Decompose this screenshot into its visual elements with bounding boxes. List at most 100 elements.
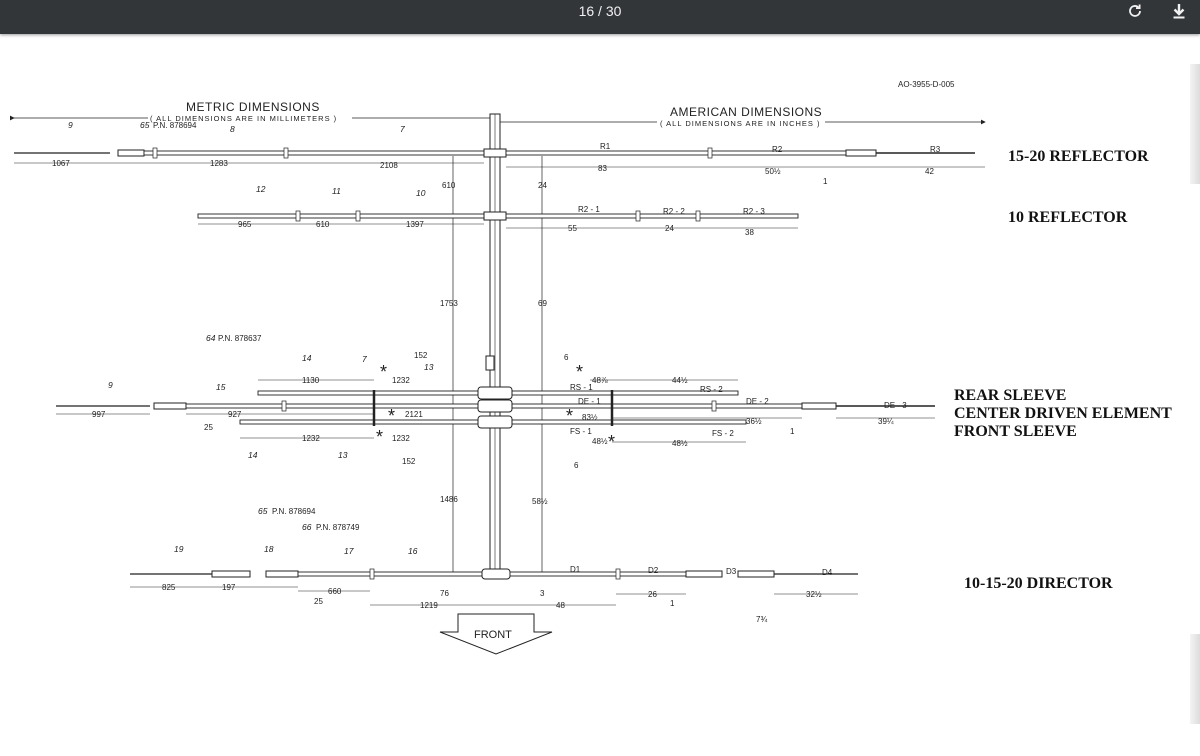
reflector-10: 965 610 1397 55 24 38 R2 - 1 R2 - 2 R2 -… (197, 184, 799, 308)
svg-text:65: 65 (140, 120, 150, 130)
svg-text:152: 152 (414, 351, 428, 360)
label-15-20-reflector: 15-20 REFLECTOR (1008, 148, 1149, 165)
svg-text:24: 24 (665, 224, 674, 233)
svg-text:1: 1 (790, 427, 795, 436)
svg-text:65: 65 (258, 506, 268, 516)
part-label: P.N. 878749 (316, 523, 360, 532)
driven-element-assembly: 1130 1232 152 997 927 25 2121 1232 1232 … (56, 333, 935, 506)
svg-text:610: 610 (442, 181, 456, 190)
svg-text:64: 64 (206, 333, 216, 343)
svg-text:36½: 36½ (746, 417, 762, 426)
asterisk: * (376, 427, 383, 447)
american-dimensions-header: AMERICAN DIMENSIONS (670, 105, 822, 119)
asterisk: * (380, 362, 387, 382)
svg-text:2108: 2108 (380, 161, 398, 170)
label-10-reflector: 10 REFLECTOR (1008, 209, 1128, 226)
svg-text:14: 14 (248, 450, 258, 460)
document-page: AO-3955-D-005 METRIC DIMENSIONS ( ALL DI… (0, 34, 1200, 756)
label-10-15-20-director: 10-15-20 DIRECTOR (964, 575, 1113, 592)
svg-text:1130: 1130 (302, 376, 320, 385)
svg-text:DE - 3: DE - 3 (884, 401, 907, 410)
svg-text:15: 15 (216, 382, 226, 392)
svg-text:1397: 1397 (406, 220, 424, 229)
page-edge-shadow (1190, 64, 1200, 184)
svg-text:1: 1 (670, 599, 675, 608)
svg-text:76: 76 (440, 589, 449, 598)
svg-text:18: 18 (264, 544, 274, 554)
svg-text:152: 152 (402, 457, 416, 466)
svg-text:660: 660 (328, 587, 342, 596)
svg-text:48½: 48½ (672, 439, 688, 448)
svg-text:48½: 48½ (592, 437, 608, 446)
svg-text:1232: 1232 (392, 434, 410, 443)
front-label: FRONT (474, 629, 512, 641)
svg-text:12: 12 (256, 184, 266, 194)
svg-text:14: 14 (302, 353, 312, 363)
asterisk: * (566, 406, 573, 426)
svg-text:48⅞: 48⅞ (592, 376, 608, 385)
svg-text:1283: 1283 (210, 159, 228, 168)
svg-text:3: 3 (540, 589, 545, 598)
svg-text:17: 17 (344, 546, 354, 556)
svg-text:1219: 1219 (420, 601, 438, 610)
page-edge-shadow (1190, 634, 1200, 724)
svg-text:R2 - 1: R2 - 1 (578, 205, 600, 214)
svg-text:7¾: 7¾ (756, 615, 767, 624)
svg-text:DE - 1: DE - 1 (578, 397, 601, 406)
svg-text:66: 66 (302, 522, 312, 532)
part-label: P.N. 878694 (272, 507, 316, 516)
asterisk: * (608, 432, 615, 452)
rotate-icon (1129, 4, 1141, 17)
download-icon (1173, 4, 1185, 19)
svg-text:R2: R2 (772, 145, 783, 154)
part-label: P.N. 878694 (153, 121, 197, 130)
svg-text:69: 69 (538, 299, 547, 308)
svg-text:D4: D4 (822, 568, 833, 577)
metric-dimensions-header: METRIC DIMENSIONS (186, 100, 320, 114)
svg-text:38: 38 (745, 228, 754, 237)
rotate-button[interactable] (1118, 0, 1152, 22)
label-front-sleeve: FRONT SLEEVE (954, 423, 1077, 440)
svg-text:6: 6 (564, 353, 569, 362)
asterisk: * (576, 362, 583, 382)
svg-text:RS - 1: RS - 1 (570, 383, 593, 392)
svg-text:927: 927 (228, 410, 242, 419)
boom (485, 113, 501, 575)
svg-text:FS - 2: FS - 2 (712, 429, 734, 438)
label-rear-sleeve: REAR SLEEVE (954, 387, 1067, 404)
svg-text:9: 9 (68, 120, 73, 130)
svg-text:FS - 1: FS - 1 (570, 427, 592, 436)
svg-text:1: 1 (823, 177, 828, 186)
svg-text:83½: 83½ (582, 413, 598, 422)
svg-text:11: 11 (332, 186, 341, 196)
svg-text:8: 8 (230, 124, 235, 134)
american-dimensions-subheader: ( ALL DIMENSIONS ARE IN INCHES ) (660, 119, 821, 128)
svg-text:R3: R3 (930, 145, 941, 154)
svg-text:7: 7 (362, 354, 367, 364)
svg-text:1486: 1486 (440, 495, 458, 504)
svg-text:R2 - 2: R2 - 2 (663, 207, 685, 216)
svg-text:44½: 44½ (672, 376, 688, 385)
svg-text:D3: D3 (726, 567, 737, 576)
svg-text:197: 197 (222, 583, 236, 592)
svg-text:26: 26 (648, 590, 657, 599)
svg-text:13: 13 (338, 450, 348, 460)
svg-text:19: 19 (174, 544, 184, 554)
download-button[interactable] (1162, 0, 1196, 22)
svg-text:DE - 2: DE - 2 (746, 397, 769, 406)
doc-code: AO-3955-D-005 (898, 80, 955, 89)
svg-text:R1: R1 (600, 142, 611, 151)
svg-text:24: 24 (538, 181, 547, 190)
svg-text:25: 25 (204, 423, 213, 432)
page-counter: 16 / 30 (578, 3, 622, 19)
viewer-toolbar: 16 / 30 (0, 0, 1200, 34)
metric-dimensions-subheader: ( ALL DIMENSIONS ARE IN MILLIMETERS ) (150, 114, 337, 123)
svg-text:610: 610 (316, 220, 330, 229)
part-label: P.N. 878637 (218, 334, 262, 343)
svg-text:32½: 32½ (806, 590, 822, 599)
svg-text:997: 997 (92, 410, 106, 419)
svg-text:1232: 1232 (302, 434, 320, 443)
svg-text:9: 9 (108, 380, 113, 390)
svg-text:58½: 58½ (532, 497, 548, 506)
svg-text:10: 10 (416, 188, 426, 198)
